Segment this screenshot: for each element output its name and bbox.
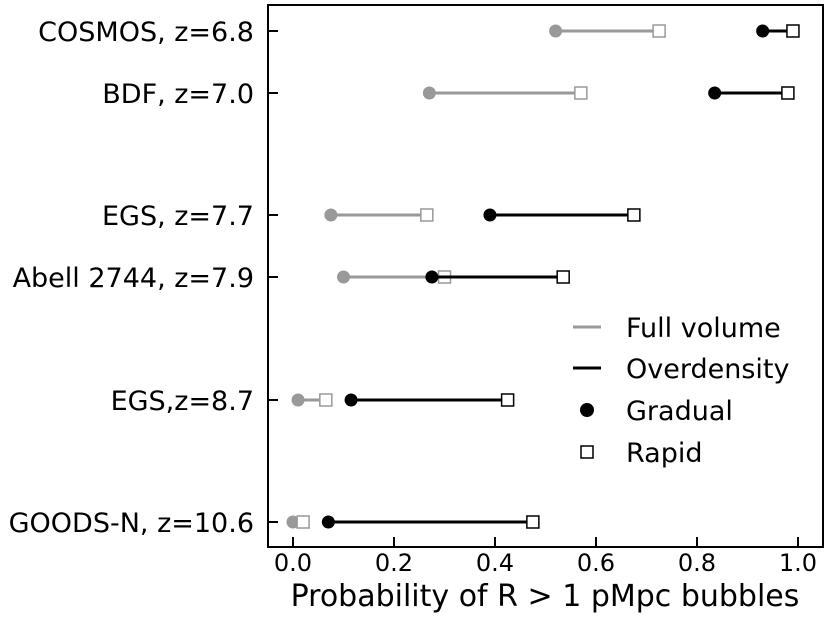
full-volume-rapid-point <box>296 515 310 529</box>
x-tick-label: 0.4 <box>476 549 514 577</box>
y-tick-label: BDF, z=7.0 <box>102 79 254 110</box>
overdensity-gradual-point <box>344 393 358 407</box>
full-volume-gradual-point <box>337 270 350 284</box>
full-volume-rapid-point <box>574 86 588 100</box>
y-tick-label: COSMOS, z=6.8 <box>38 17 254 48</box>
overdensity-rapid-point <box>627 208 641 222</box>
x-tick-label: 0.8 <box>678 549 716 577</box>
x-tick-label: 1.0 <box>779 549 817 577</box>
legend-square-marker <box>580 445 594 459</box>
legend-label: Rapid <box>626 438 703 469</box>
legend-label: Overdensity <box>626 354 789 385</box>
x-tick-label: 0.0 <box>274 549 312 577</box>
full-volume-gradual-point <box>291 393 305 407</box>
full-volume-rapid-point <box>420 208 434 222</box>
series-layer <box>286 24 800 529</box>
overdensity-rapid-point <box>556 270 570 284</box>
overdensity-gradual-point <box>483 208 497 222</box>
overdensity-rapid-point <box>786 24 800 38</box>
y-tick-label: GOODS-N, z=10.6 <box>9 508 254 539</box>
x-tick-label: 0.2 <box>375 549 413 577</box>
overdensity-gradual-point <box>425 270 439 284</box>
overdensity-gradual-point <box>321 515 335 529</box>
overdensity-gradual-point <box>708 86 722 100</box>
full-volume-gradual-point <box>286 515 300 529</box>
overdensity-rapid-point <box>781 86 795 100</box>
y-tick-label: EGS, z=7.7 <box>102 201 254 232</box>
legend-circle-marker <box>580 403 594 417</box>
x-axis-label: Probability of R > 1 pMpc bubbles <box>291 579 800 614</box>
full-volume-rapid-point <box>652 24 666 38</box>
y-tick-label: Abell 2744, z=7.9 <box>13 263 254 294</box>
full-volume-rapid-point <box>319 393 333 407</box>
legend-label: Full volume <box>626 313 781 344</box>
full-volume-gradual-point <box>422 86 436 100</box>
full-volume-gradual-point <box>324 208 338 222</box>
legend-label: Gradual <box>626 396 733 427</box>
overdensity-gradual-point <box>756 24 770 38</box>
overdensity-rapid-point <box>500 393 515 407</box>
x-axis: 0.0 0.2 0.4 0.6 0.8 1.0 <box>274 537 817 577</box>
overdensity-rapid-point <box>526 515 540 529</box>
x-tick-label: 0.6 <box>577 549 615 577</box>
y-tick-label: EGS,z=8.7 <box>111 386 254 417</box>
full-volume-gradual-point <box>549 24 563 38</box>
